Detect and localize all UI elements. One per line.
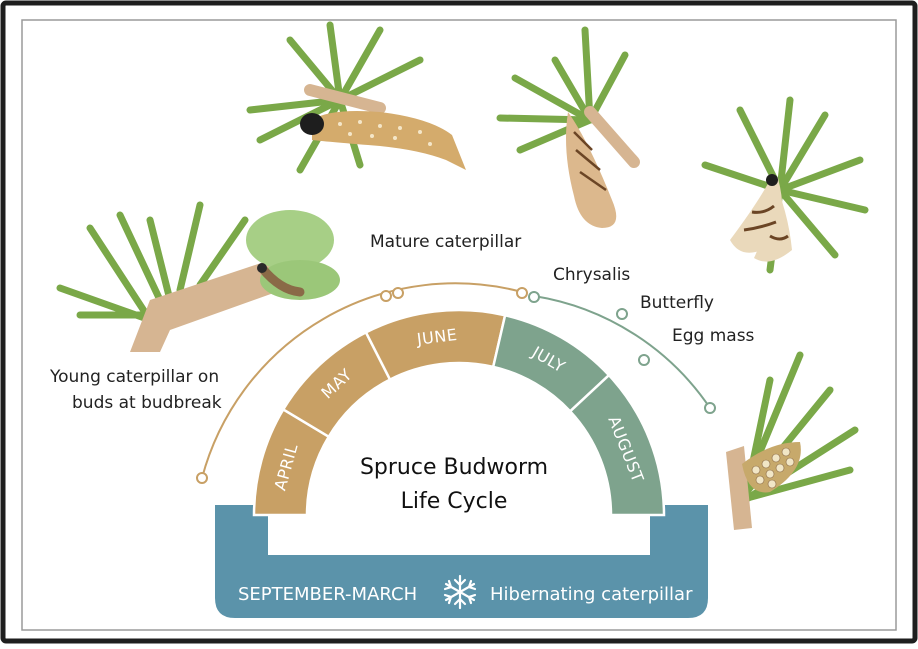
young-caterpillar-label-line1: Young caterpillar on [49,367,219,387]
diagram-title-line1: Spruce Budworm [360,455,548,480]
mature-start-marker [381,291,391,301]
egg-mass-marker [705,403,715,413]
mature-end-marker [517,288,527,298]
butterfly-label: Butterfly [640,293,714,313]
mature-caterpillar-label: Mature caterpillar [370,232,521,252]
diagram-title-line2: Life Cycle [401,489,508,514]
winter-period-label: SEPTEMBER-MARCH [238,584,417,605]
young-caterpillar-marker [197,473,207,483]
butterfly-marker [617,309,627,319]
young-caterpillar-label-line2: buds at budbreak [72,393,222,413]
egg-mass-label: Egg mass [672,326,755,346]
winter-stage-label: Hibernating caterpillar [490,584,693,605]
chrysalis-marker [529,292,539,302]
mature-marker [393,288,403,298]
chrysalis-label: Chrysalis [553,265,630,285]
butterfly-end-marker [639,355,649,365]
